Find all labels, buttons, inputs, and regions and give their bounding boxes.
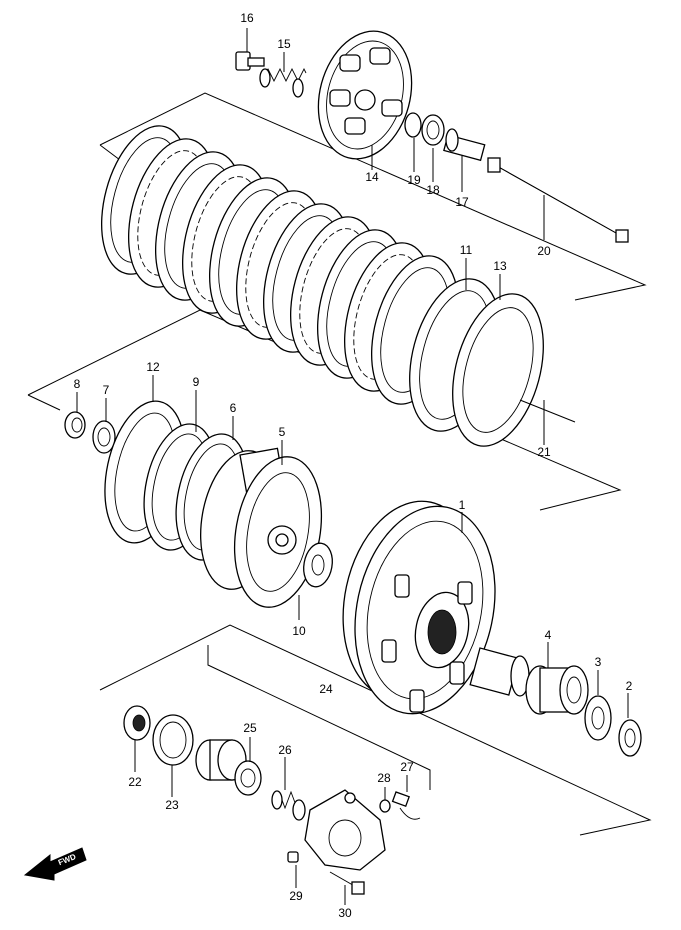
callout-14: 14 [365, 170, 379, 184]
callout-21: 21 [537, 445, 551, 459]
callout-28: 28 [377, 771, 391, 785]
bracket-clutch-plates [99, 92, 647, 301]
callout-labels: 1 2 3 4 5 6 7 8 9 10 11 12 13 14 15 16 1… [74, 11, 633, 920]
callout-1: 1 [459, 498, 466, 512]
callout-9: 9 [193, 375, 200, 389]
return-spring-26 [271, 790, 306, 821]
callout-23: 23 [165, 798, 179, 812]
spacer [469, 647, 530, 697]
bracket-release-set [99, 624, 652, 836]
bolt-30 [329, 871, 365, 895]
washer-28 [379, 799, 391, 813]
push-rod-20 [487, 157, 629, 243]
washer-2 [618, 719, 642, 757]
callout-18: 18 [426, 183, 440, 197]
primary-driven-gear-1 [342, 500, 496, 715]
pin-21 [519, 399, 576, 423]
sleeve-hub-5 [200, 447, 323, 608]
release-rack-piece-17 [443, 128, 486, 162]
callout-4: 4 [545, 628, 552, 642]
callout-24: 24 [319, 682, 333, 696]
oil-seal-25 [234, 760, 262, 796]
callout-7: 7 [103, 383, 110, 397]
thrust-washer-10 [303, 542, 333, 588]
callout-30: 30 [338, 906, 352, 920]
callout-5: 5 [279, 425, 286, 439]
callout-25: 25 [243, 721, 257, 735]
callout-20: 20 [537, 244, 551, 258]
callout-19: 19 [407, 173, 421, 187]
release-cam [195, 739, 247, 781]
callout-3: 3 [595, 655, 602, 669]
bracket-part-24 [207, 645, 431, 790]
callout-6: 6 [230, 401, 237, 415]
pressure-plate [317, 30, 413, 160]
washer-7 [92, 420, 116, 454]
callout-22: 22 [128, 775, 142, 789]
oil-seal-22 [123, 705, 151, 741]
callout-17: 17 [455, 195, 469, 209]
spring-bolt [235, 51, 265, 71]
leader-lines [76, 28, 629, 905]
clutch-spring [259, 67, 307, 98]
dowel-29 [287, 851, 299, 863]
washer-3 [584, 695, 612, 741]
plate-13 [452, 293, 544, 447]
bearing-23 [152, 714, 194, 766]
callout-12: 12 [146, 360, 160, 374]
callout-15: 15 [277, 37, 291, 51]
callout-13: 13 [493, 259, 507, 273]
bearing-18 [421, 114, 445, 146]
callout-26: 26 [278, 743, 292, 757]
nut-8 [64, 411, 86, 439]
callout-8: 8 [74, 377, 81, 391]
callout-11: 11 [460, 243, 473, 257]
callout-10: 10 [292, 624, 306, 638]
callout-2: 2 [626, 679, 633, 693]
callout-27: 27 [400, 760, 414, 774]
fwd-arrow-icon: FWD [23, 847, 87, 881]
release-lever-cover [304, 789, 386, 871]
washer-19 [404, 112, 422, 138]
needle-bearing-4 [525, 665, 589, 715]
callout-16: 16 [240, 11, 254, 25]
clutch-plate-stack [100, 125, 460, 405]
bleeder-27 [391, 791, 421, 820]
callout-29: 29 [289, 889, 303, 903]
